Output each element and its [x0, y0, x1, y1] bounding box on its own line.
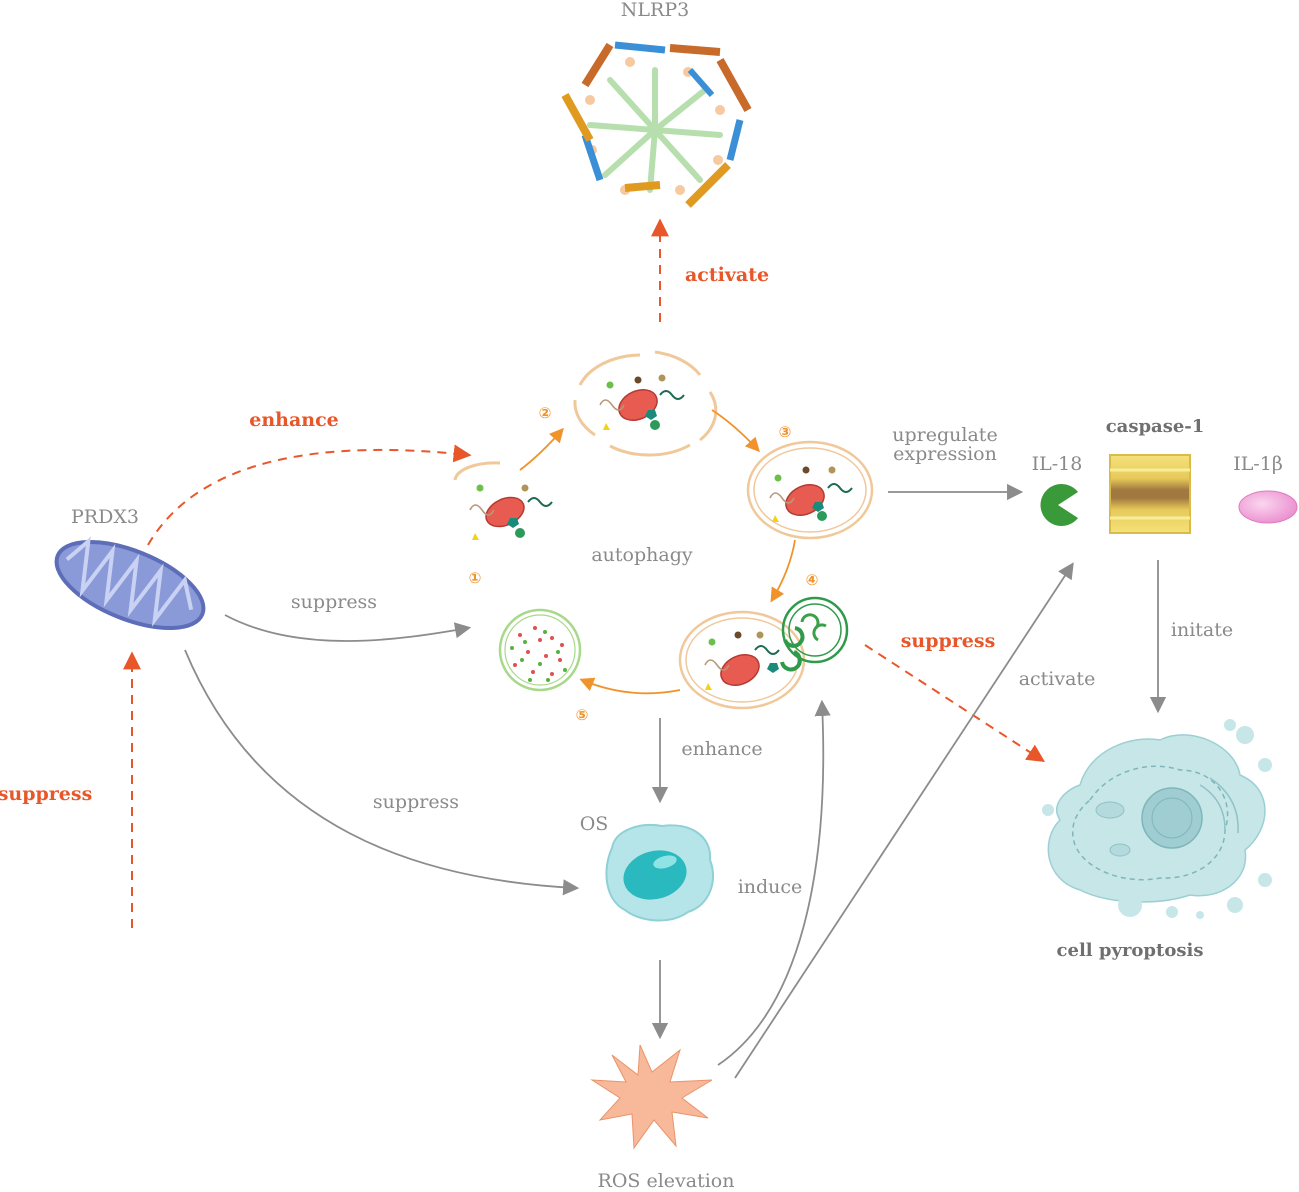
- nlrp3-label: NLRP3: [621, 0, 689, 21]
- step-1-label: ①: [469, 569, 482, 587]
- enhance-autophagy-label: enhance: [249, 409, 339, 431]
- step-5-label: ⑤: [576, 706, 589, 724]
- ros-burst-icon: [590, 1044, 713, 1150]
- cycle-arrow-1-2: [519, 427, 564, 471]
- suppress-pyroptosis-label: suppress: [901, 630, 996, 652]
- nlrp3-inflammasome-icon: [561, 41, 752, 208]
- il18-label: IL-18: [1032, 453, 1083, 475]
- phagophore-icon: [453, 461, 553, 540]
- enhance-autophagy-arrow: [147, 444, 472, 546]
- mitochondrion-icon: [54, 536, 206, 630]
- step-4-label: ④: [806, 571, 819, 589]
- degradation-vesicle-icon: [498, 608, 582, 692]
- caspase1-icon: [1109, 454, 1191, 534]
- caspase1-label: caspase-1: [1106, 416, 1205, 437]
- suppress-os-label: suppress: [373, 791, 459, 813]
- autolysosome-icon: [678, 596, 849, 710]
- autophagosome-forming-icon: [573, 350, 718, 457]
- ros-label: ROS elevation: [598, 1170, 735, 1192]
- suppress-lysosome-arrow: [224, 614, 472, 642]
- cycle-arrow-2-3: [711, 409, 760, 453]
- initiate-label: initate: [1171, 619, 1233, 641]
- suppress-prdx3-label: suppress: [0, 783, 92, 805]
- os-cell-icon: [605, 824, 714, 922]
- cycle-arrow-3-4: [770, 539, 796, 603]
- induce-arrow: [717, 699, 831, 1066]
- upregulate-label-line2: expression: [893, 443, 997, 465]
- suppress-os-arrow: [184, 649, 580, 896]
- prdx3-label: PRDX3: [71, 506, 139, 528]
- activate-il18-label: activate: [1019, 668, 1096, 690]
- il1b-label: IL-1β: [1233, 453, 1283, 475]
- enhance-os-label: enhance: [681, 738, 762, 760]
- il1b-icon: [1238, 490, 1298, 524]
- pyroptosis-label: cell pyroptosis: [1057, 940, 1204, 961]
- os-label: OS: [580, 813, 609, 835]
- induce-label: induce: [738, 876, 803, 898]
- suppress-pyroptosis-arrow: [864, 644, 1046, 762]
- upregulate-label-line1: upregulate: [892, 424, 997, 446]
- autophagy-label: autophagy: [591, 544, 693, 566]
- il18-icon: [1040, 483, 1078, 526]
- activate-il18-arrow: [734, 562, 1074, 1079]
- step-2-label: ②: [539, 404, 552, 422]
- suppress-lysosome-label: suppress: [291, 591, 377, 613]
- activate-nlrp3-label: activate: [685, 264, 769, 286]
- pyroptotic-cell-icon: [1042, 719, 1272, 919]
- autophagosome-icon: [746, 440, 874, 540]
- cycle-arrow-4-5: [579, 677, 681, 695]
- step-3-label: ③: [779, 423, 792, 441]
